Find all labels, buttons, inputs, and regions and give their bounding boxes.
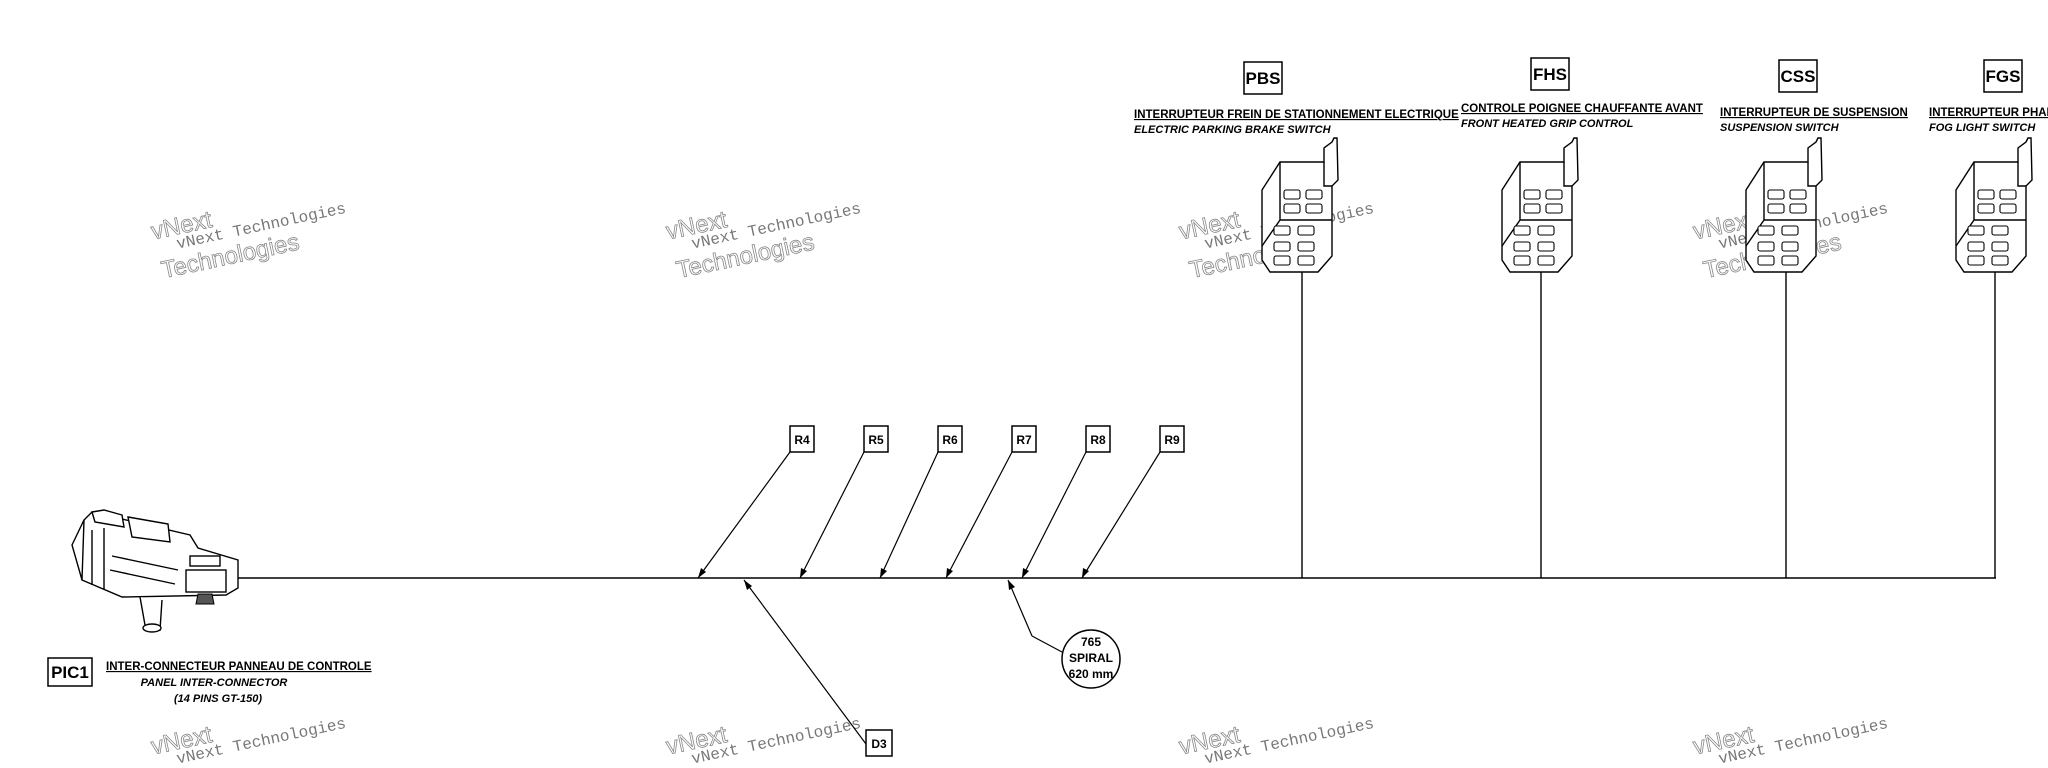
spiral-line1: 765 xyxy=(1081,635,1101,649)
reference-r7-label: R7 xyxy=(1016,433,1032,447)
fgs-label-en: FOG LIGHT SWITCH xyxy=(1929,122,2036,134)
fhs-switch: FHS CONTROLE POIGNEE CHAUFFANTE AVANT FR… xyxy=(1461,57,1703,273)
watermarks: vNext vNext Technologies Technologies vN… xyxy=(148,200,1889,768)
css-code: CSS xyxy=(1781,67,1816,86)
reference-r7: R7 xyxy=(945,425,1037,579)
watermark-1: vNext vNext Technologies Technologies xyxy=(148,200,347,285)
watermark-7: vNext vNext Technologies xyxy=(1176,715,1375,768)
fgs-label-fr: INTERRUPTEUR PHARES xyxy=(1929,107,2048,119)
reference-r4-label: R4 xyxy=(794,433,810,447)
reference-r9-label: R9 xyxy=(1164,433,1180,447)
pic1-code: PIC1 xyxy=(51,663,89,682)
watermark-2: vNext vNext Technologies Technologies xyxy=(663,200,862,285)
spiral-callout: 765 SPIRAL 620 mm xyxy=(1007,579,1121,689)
reference-d3-label: D3 xyxy=(871,737,887,751)
css-connector-icon xyxy=(1745,137,1823,273)
fgs-switch: FGS INTERRUPTEUR PHARES FOG LIGHT SWITCH xyxy=(1929,59,2048,273)
pbs-connector-icon xyxy=(1261,137,1339,273)
fgs-code-box xyxy=(1983,59,2023,93)
pbs-switch: PBS INTERRUPTEUR FREIN DE STATIONNEMENT … xyxy=(1134,61,1459,273)
reference-r9: R9 xyxy=(1081,425,1185,579)
pbs-label-fr: INTERRUPTEUR FREIN DE STATIONNEMENT ELEC… xyxy=(1134,109,1459,121)
spiral-line2: SPIRAL xyxy=(1069,651,1113,665)
reference-r5-label: R5 xyxy=(868,433,884,447)
pic1-code-box xyxy=(47,657,93,687)
pic1-label-fr: INTER-CONNECTEUR PANNEAU DE CONTROLE xyxy=(106,661,372,673)
fhs-label-fr: CONTROLE POIGNEE CHAUFFANTE AVANT xyxy=(1461,103,1703,115)
fhs-connector-icon xyxy=(1501,137,1579,273)
pbs-code-box xyxy=(1243,61,1283,95)
pbs-label-en: ELECTRIC PARKING BRAKE SWITCH xyxy=(1134,124,1332,136)
css-label-en: SUSPENSION SWITCH xyxy=(1720,122,1840,134)
fhs-code: FHS xyxy=(1533,65,1567,84)
pic1-label-en: PANEL INTER-CONNECTOR xyxy=(141,677,288,689)
reference-r5: R5 xyxy=(799,425,889,579)
fhs-label-en: FRONT HEATED GRIP CONTROL xyxy=(1461,118,1634,130)
fgs-code: FGS xyxy=(1986,67,2021,86)
fhs-code-box xyxy=(1530,57,1570,91)
pbs-code: PBS xyxy=(1246,69,1281,88)
fgs-connector-icon xyxy=(1955,137,2033,273)
pic1-note: (14 PINS GT-150) xyxy=(174,693,262,705)
pic1-callout: PIC1 INTER-CONNECTEUR PANNEAU DE CONTROL… xyxy=(47,657,372,705)
watermark-8: vNext vNext Technologies xyxy=(1690,715,1889,768)
css-switch: CSS INTERRUPTEUR DE SUSPENSION SUSPENSIO… xyxy=(1720,59,1908,273)
css-code-box xyxy=(1778,59,1818,93)
spiral-line3: 620 mm xyxy=(1069,667,1114,681)
watermark-6: vNext vNext Technologies xyxy=(663,715,862,768)
reference-d3: D3 xyxy=(743,579,893,757)
css-label-fr: INTERRUPTEUR DE SUSPENSION xyxy=(1720,107,1908,119)
reference-r8: R8 xyxy=(1021,425,1111,579)
reference-r8-label: R8 xyxy=(1090,433,1106,447)
reference-r6-label: R6 xyxy=(942,433,958,447)
reference-r4: R4 xyxy=(697,425,815,579)
pic1-connector-icon xyxy=(71,509,239,633)
reference-r6: R6 xyxy=(879,425,963,579)
